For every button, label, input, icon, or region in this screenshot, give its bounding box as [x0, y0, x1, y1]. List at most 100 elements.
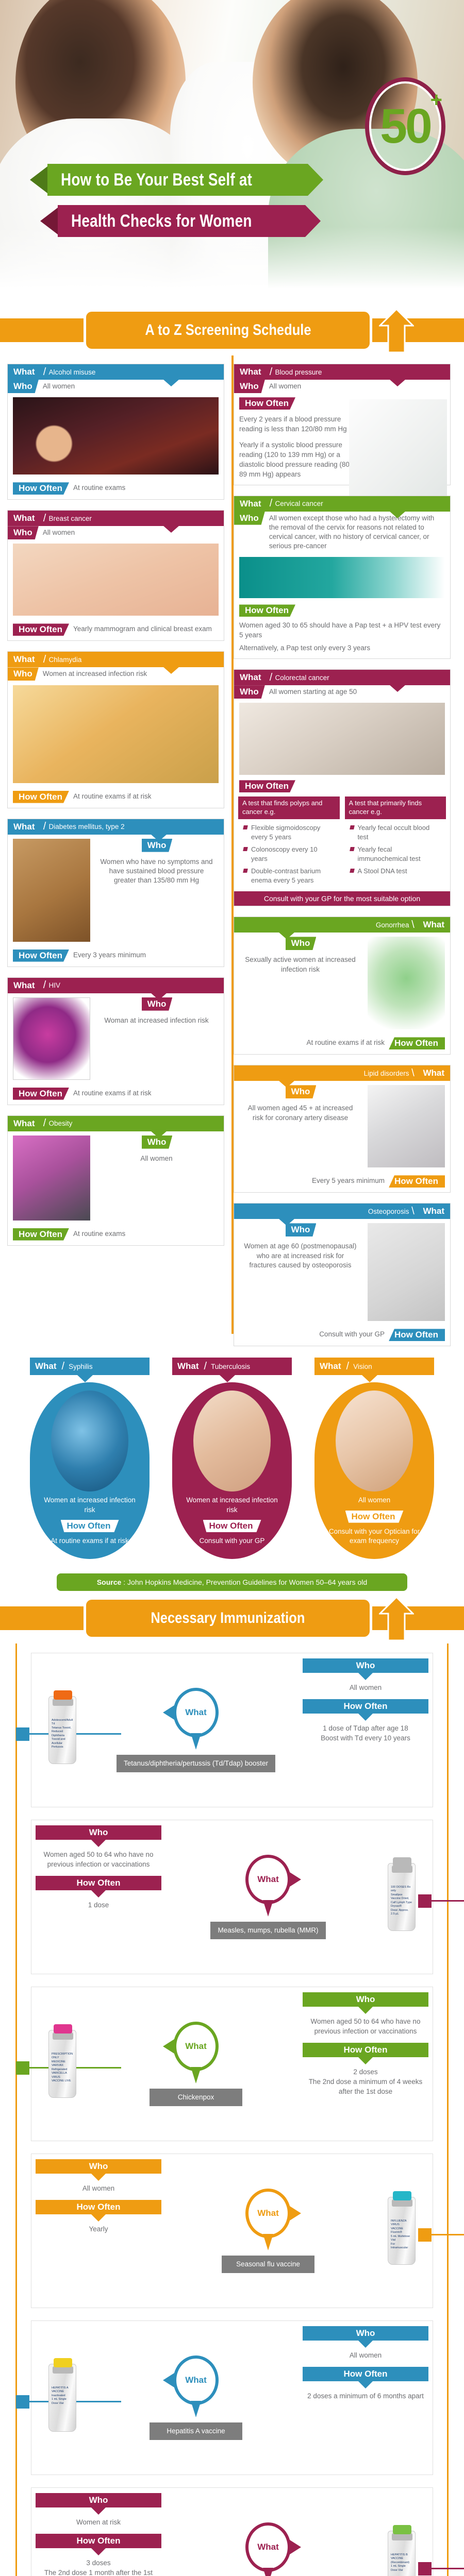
card-who-value: Sexually active women at increased infec… — [245, 956, 356, 973]
vaccine-what-group: What Chickenpox — [93, 1987, 299, 2141]
vaccine-vial-photo: HEPATITIS B VACCINE(Recombinant)1 mL Sin… — [371, 2488, 433, 2576]
what-label: What — [13, 980, 35, 990]
connector — [16, 2389, 121, 2409]
immunization-card: Who Women aged 50 to 64 who have no prev… — [31, 1820, 464, 1975]
what-label: What — [240, 367, 261, 377]
subgroup-item: Double-contrast barium enema every 5 yea… — [251, 867, 321, 884]
what-label: What — [240, 498, 261, 509]
what-label: What — [240, 672, 261, 683]
who-label: Who — [285, 1085, 317, 1099]
screening-card-obesity: What / Obesity Who All women How Often — [7, 1115, 224, 1246]
vaccine-details: Who All women How Often Yearly — [31, 2154, 165, 2308]
card-who-value: All women — [358, 1496, 391, 1504]
card-photo-tuberculosis — [193, 1391, 271, 1492]
slash-divider: / — [43, 653, 46, 665]
slash-divider: / — [43, 366, 46, 378]
hero-title-ribbon-1: How to Be Your Best Self at — [30, 164, 323, 196]
card-photo-lipid — [368, 1085, 445, 1168]
how-often-label: How Often — [13, 1228, 69, 1241]
card-how-often-value: Consult with your GP — [319, 1330, 385, 1338]
connector — [16, 2055, 121, 2075]
card-photo-breast — [13, 544, 219, 616]
who-label: Who — [141, 1135, 173, 1149]
card-who-value: Women at increased infection risk — [186, 1496, 278, 1514]
immunization-rail-right — [447, 1643, 449, 2576]
what-label: What — [257, 2542, 279, 2552]
who-label: Who — [89, 1827, 108, 1838]
screening-card-syphilis: What / Syphilis Women at increased infec… — [30, 1358, 150, 1560]
source-text: : John Hopkins Medicine, Prevention Guid… — [123, 1578, 368, 1587]
what-label: What — [423, 1068, 444, 1078]
card-who-value: All women — [42, 529, 75, 537]
screening-card-hiv: What / HIV Who Woman at increased infect… — [7, 977, 224, 1105]
slash-divider: / — [346, 1360, 350, 1372]
how-often-label: How Often — [13, 949, 69, 962]
card-photo-diabetes — [13, 838, 90, 942]
screening-card-chlamydia: What / Chlamydia Who Women at increased … — [7, 651, 224, 808]
what-label: What — [320, 1361, 341, 1371]
card-photo-vision — [336, 1391, 413, 1492]
subgroup-item: A Stool DNA test — [357, 867, 407, 875]
card-what-value: Tuberculosis — [211, 1362, 251, 1370]
what-label: What — [185, 2041, 207, 2052]
how-often-label: How Often — [239, 780, 295, 793]
card-who-value: All women aged 45 + at increased risk fo… — [247, 1104, 353, 1122]
card-how-often-line1: Every 2 years if a blood pressure readin… — [239, 415, 347, 433]
screening-section-banner: A to Z Screening Schedule — [0, 307, 464, 355]
how-often-label: How Often — [389, 1329, 445, 1342]
subgroup-title-cancer: A test that primarily finds cancer e.g. — [344, 796, 446, 820]
up-arrow-icon — [379, 1596, 414, 1641]
card-who-value: All women — [269, 382, 302, 390]
what-label: What — [13, 821, 35, 832]
how-often-label: How Often — [13, 790, 69, 803]
card-what-value: Obesity — [48, 1120, 73, 1128]
card-photo-cervical — [239, 557, 445, 599]
vaccine-name: Measles, mumps, rubella (MMR) — [210, 1922, 326, 1939]
immunization-card: Who All women How Often Yearly What Seas… — [31, 2154, 464, 2309]
how-often-label: How Often — [345, 1510, 404, 1523]
connector — [418, 2556, 464, 2576]
card-what-value: Lipid disorders — [363, 1069, 409, 1077]
vaccine-name: Hepatitis A vaccine — [150, 2422, 242, 2440]
what-label: What — [13, 513, 35, 523]
screening-card-alcohol-misuse: What / Alcohol misuse Who All women How … — [7, 364, 224, 500]
vaccine-what-group: What Hepatitis B vaccine — [165, 2488, 371, 2576]
vaccine-details: Who Women aged 50 to 64 who have no prev… — [299, 1987, 433, 2141]
card-how-often-value: Consult with your Optician for exam freq… — [328, 1527, 420, 1545]
vaccine-what-group: What Tetanus/diphtheria/pertussis (Td/Td… — [93, 1653, 299, 1807]
how-often-label: How Often — [13, 482, 69, 495]
slash-divider: / — [411, 1205, 415, 1217]
card-what-value: Osteoporosis — [368, 1207, 409, 1215]
screening-card-cervical-cancer: What / Cervical cancer Who All women exc… — [234, 495, 451, 659]
hero-title-ribbon-2: Health Checks for Women — [40, 205, 321, 237]
who-label: Who — [356, 1994, 375, 2005]
screening-card-gonorrhea: What / Gonorrhea Who Sexually active wom… — [234, 917, 451, 1055]
card-how-often-value: At routine exams if at risk — [306, 1039, 385, 1047]
immunization-section-title: Necessary Immunization — [151, 1609, 305, 1627]
who-label: Who — [89, 2161, 108, 2172]
slash-divider: / — [61, 1360, 65, 1372]
screening-capsule-row: What / Syphilis Women at increased infec… — [0, 1349, 464, 1562]
subgroup-item: Colonoscopy every 10 years — [251, 845, 318, 862]
who-label: Who — [285, 1223, 317, 1237]
slash-divider: / — [43, 821, 46, 833]
card-photo-syphilis — [51, 1391, 128, 1492]
screening-card-osteoporosis: What / Osteoporosis Who Women at age 60 … — [234, 1203, 451, 1347]
card-who-value: Women at age 60 (postmenopausal) who are… — [244, 1242, 357, 1269]
card-what-value: Blood pressure — [275, 368, 322, 376]
vaccine-who-value: All women — [82, 2184, 115, 2193]
subgroup-item: Flexible sigmoidoscopy every 5 years — [251, 824, 321, 841]
slash-divider: / — [269, 671, 273, 683]
who-label: Who — [8, 380, 39, 393]
what-label: What — [177, 1361, 199, 1371]
card-what-value: Gonorrhea — [375, 921, 409, 929]
how-often-label: How Often — [343, 2368, 388, 2379]
how-often-label: How Often — [76, 2201, 121, 2212]
vaccine-what-group: What Seasonal flu vaccine — [165, 2154, 371, 2308]
